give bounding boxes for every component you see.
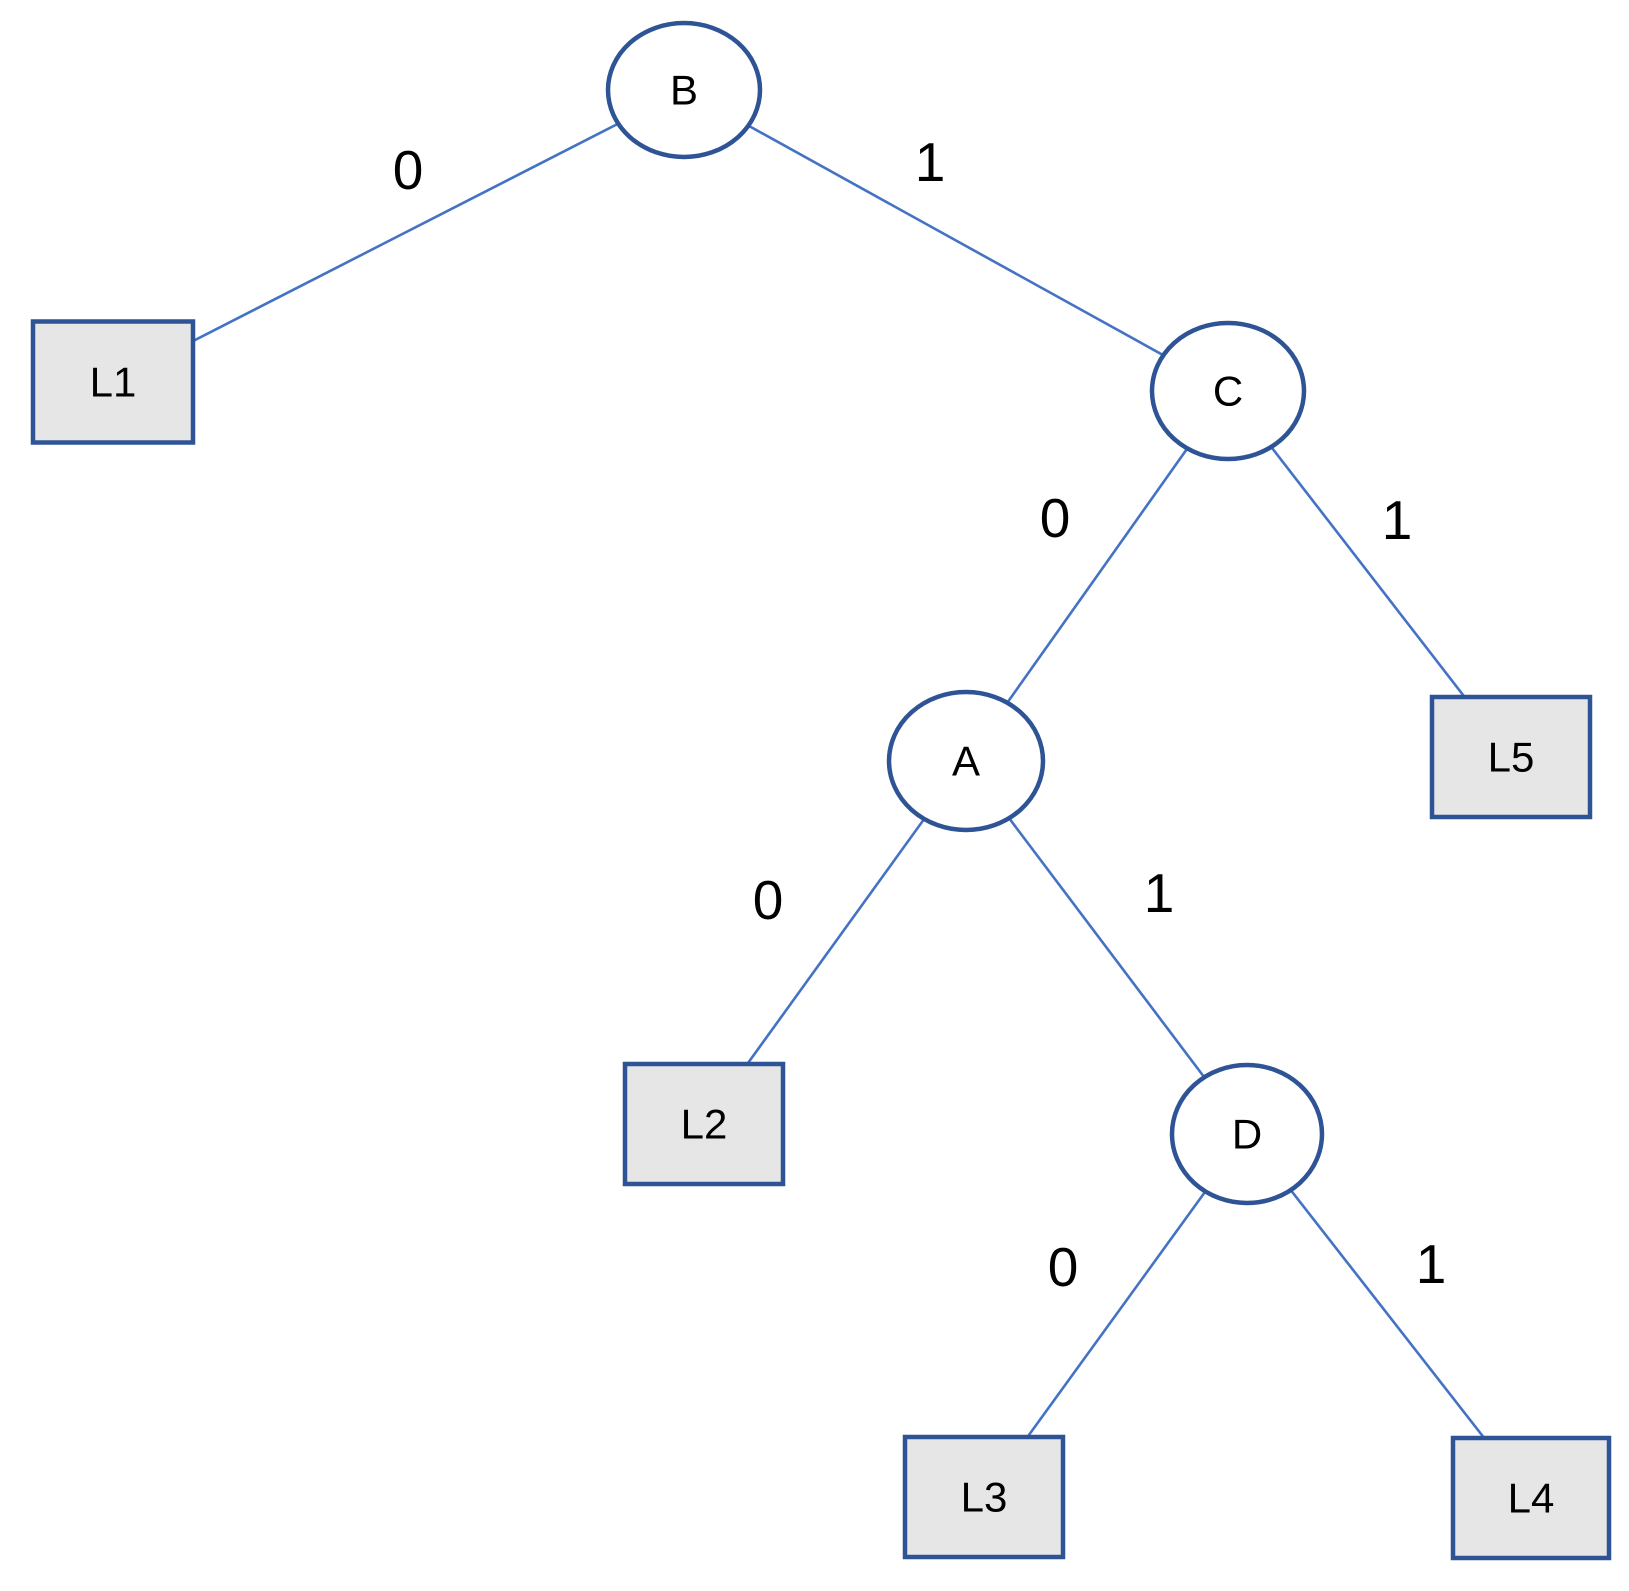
edge-label-A-L2: 0 bbox=[753, 869, 784, 931]
tree-node-D bbox=[1169, 1062, 1325, 1206]
node-label-L1: L1 bbox=[90, 359, 137, 406]
edge-label-C-L5: 1 bbox=[1382, 489, 1413, 551]
node-label-D: D bbox=[1232, 1111, 1262, 1158]
tree-node-B bbox=[605, 20, 763, 160]
tree-node-A bbox=[886, 689, 1046, 833]
node-label-L4: L4 bbox=[1508, 1475, 1555, 1522]
tree-node-C bbox=[1149, 320, 1307, 462]
edge-B-C bbox=[682, 88, 1230, 393]
tree-leaf-L4 bbox=[1450, 1435, 1612, 1561]
node-label-C: C bbox=[1213, 368, 1243, 415]
tree-leaf-L2 bbox=[622, 1061, 786, 1187]
edge-label-A-D: 1 bbox=[1144, 862, 1175, 924]
node-label-A: A bbox=[952, 738, 980, 785]
node-label-L3: L3 bbox=[961, 1474, 1008, 1521]
edge-B-L1 bbox=[111, 88, 686, 384]
node-label-B: B bbox=[670, 67, 698, 114]
edge-A-D bbox=[964, 759, 1249, 1136]
edge-label-B-C: 1 bbox=[915, 131, 946, 193]
node-label-L2: L2 bbox=[681, 1101, 728, 1148]
edge-label-D-L4: 1 bbox=[1416, 1233, 1447, 1295]
tree-leaf-L5 bbox=[1429, 694, 1593, 820]
tree-leaf-L3 bbox=[902, 1434, 1066, 1560]
edge-C-A bbox=[964, 389, 1230, 763]
edge-label-C-A: 0 bbox=[1040, 487, 1071, 549]
node-label-L5: L5 bbox=[1488, 734, 1535, 781]
tree-leaf-L1 bbox=[30, 319, 196, 445]
edge-label-D-L3: 0 bbox=[1048, 1236, 1079, 1298]
edge-label-B-L1: 0 bbox=[393, 139, 424, 201]
